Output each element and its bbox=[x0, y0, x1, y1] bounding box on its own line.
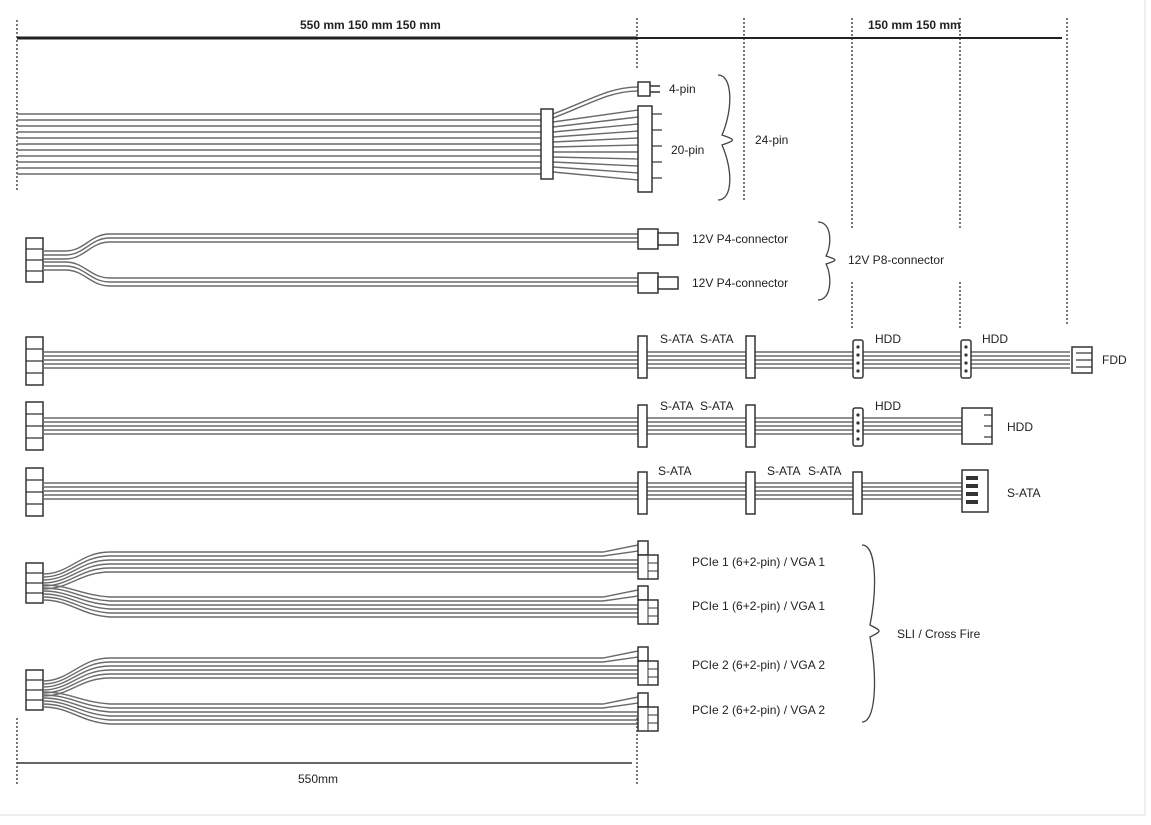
cable3-hdd-connector-1-icon bbox=[852, 339, 864, 379]
label-pcie-c2: PCIe 1 (6+2-pin) / VGA 1 bbox=[692, 599, 825, 613]
cpu-cable-wires bbox=[43, 233, 638, 287]
pcie2-conn-b-2pin-icon bbox=[637, 692, 649, 708]
dimension-label-right: 150 mm 150 mm bbox=[868, 18, 961, 32]
cable3-label-fdd: FDD bbox=[1102, 353, 1127, 367]
cable3-sata-connector-1-icon bbox=[637, 335, 648, 379]
label-4pin: 4-pin bbox=[669, 82, 696, 96]
cable5-label-sata-1: S-ATA bbox=[658, 464, 692, 478]
cable3-hdd-connector-2-icon bbox=[960, 339, 972, 379]
cable5-label-sata-3: S-ATA bbox=[808, 464, 842, 478]
brace-p8 bbox=[817, 221, 836, 301]
pcie-cable-vga2: PCIe 2 (6+2-pin) / VGA 2 PCIe 2 (6+2-pin… bbox=[25, 646, 825, 732]
cable4-label-sata-1: S-ATA bbox=[660, 399, 694, 413]
pcie1-conn-b-2pin-icon bbox=[637, 585, 649, 601]
peripheral-cable-3: S-ATA S-ATA S-ATA S-ATA bbox=[25, 464, 1041, 517]
label-p4-a: 12V P4-connector bbox=[692, 232, 788, 246]
label-24pin: 24-pin bbox=[755, 133, 788, 147]
pcie1-wires bbox=[42, 544, 639, 618]
label-sli-crossfire: SLI / Cross Fire bbox=[897, 627, 981, 641]
length-guides bbox=[16, 18, 1068, 785]
pcie-cable-vga1: PCIe 1 (6+2-pin) / VGA 1 PCIe 1 (6+2-pin… bbox=[25, 540, 825, 625]
cable3-sata-connector-2-icon bbox=[745, 335, 756, 379]
cable3-label-sata-2: S-ATA bbox=[700, 332, 734, 346]
cable4-sata-connector-1-icon bbox=[637, 404, 648, 448]
cable4-wires bbox=[43, 417, 962, 435]
label-p8: 12V P8-connector bbox=[848, 253, 944, 267]
cable3-label-hdd-2: HDD bbox=[982, 332, 1008, 346]
connector-20pin-icon bbox=[637, 105, 653, 193]
main-cable-sleeve-clamp bbox=[540, 108, 554, 180]
cable4-label-hdd-end: HDD bbox=[1007, 420, 1033, 434]
cable3-label-hdd-1: HDD bbox=[875, 332, 901, 346]
pcie1-conn-a-2pin-icon bbox=[637, 540, 649, 556]
pcie2-conn-a-2pin-icon bbox=[637, 646, 649, 662]
cable5-sata-connector-2-icon bbox=[745, 471, 756, 515]
main-24pin-cable: 4-pin 20-pin 24-pin bbox=[17, 74, 788, 201]
peripheral-cable-1: S-ATA S-ATA HDD HDD FDD bbox=[25, 332, 1127, 386]
connector-p4-b-icon bbox=[637, 272, 659, 294]
connector-p4-a-icon bbox=[637, 228, 659, 250]
pcie2-wires bbox=[42, 650, 639, 725]
brace-24pin bbox=[717, 74, 734, 201]
connector-4pin-icon bbox=[637, 81, 651, 97]
cable3-wires bbox=[43, 351, 1070, 369]
cable4-label-sata-2: S-ATA bbox=[700, 399, 734, 413]
label-20pin: 20-pin bbox=[671, 143, 704, 157]
label-p4-b: 12V P4-connector bbox=[692, 276, 788, 290]
cable5-sata-connector-3-icon bbox=[852, 471, 863, 515]
label-pcie-c3: PCIe 2 (6+2-pin) / VGA 2 bbox=[692, 658, 825, 672]
cable5-label-sata-2: S-ATA bbox=[767, 464, 801, 478]
main-cable-wires bbox=[17, 86, 639, 181]
cable5-wires bbox=[43, 482, 962, 500]
label-pcie-c1: PCIe 1 (6+2-pin) / VGA 1 bbox=[692, 555, 825, 569]
cable4-hdd-connector-1-icon bbox=[852, 407, 864, 447]
peripheral-cable-2: S-ATA S-ATA HDD HDD bbox=[25, 399, 1033, 451]
cable4-label-hdd-1: HDD bbox=[875, 399, 901, 413]
dimension-label-bottom: 550mm bbox=[298, 772, 338, 786]
cable3-label-sata-1: S-ATA bbox=[660, 332, 694, 346]
cable4-sata-connector-2-icon bbox=[745, 404, 756, 448]
cable5-sata-connector-1-icon bbox=[637, 471, 648, 515]
cable5-label-sata-end: S-ATA bbox=[1007, 486, 1041, 500]
brace-sli bbox=[861, 544, 880, 723]
dimension-label-left: 550 mm 150 mm 150 mm bbox=[300, 18, 441, 32]
label-pcie-c4: PCIe 2 (6+2-pin) / VGA 2 bbox=[692, 703, 825, 717]
cpu-power-cable: 12V P4-connector 12V P4-connector 12V P8… bbox=[25, 221, 944, 301]
